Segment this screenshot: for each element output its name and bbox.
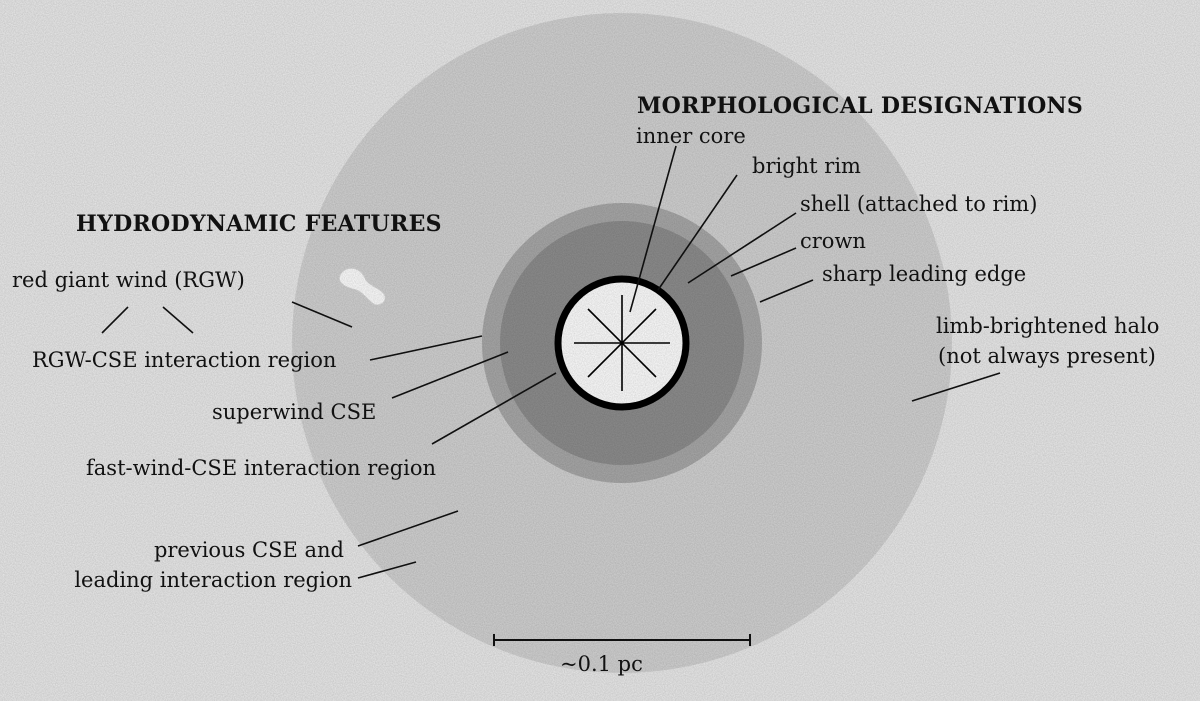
label-fast-wind-region: fast-wind-CSE interaction region bbox=[86, 456, 437, 480]
label-sharp-leading-edge: sharp leading edge bbox=[822, 262, 1027, 286]
label-inner-core: inner core bbox=[636, 124, 746, 148]
label-red-giant-wind: red giant wind (RGW) bbox=[12, 268, 245, 292]
label-previous-cse-line2: leading interaction region bbox=[74, 568, 352, 592]
heading-morphological: MORPHOLOGICAL DESIGNATIONS bbox=[637, 93, 1084, 119]
heading-hydrodynamic: HYDRODYNAMIC FEATURES bbox=[76, 211, 442, 237]
label-shell: shell (attached to rim) bbox=[800, 192, 1038, 216]
label-superwind-cse: superwind CSE bbox=[212, 400, 377, 424]
label-crown: crown bbox=[800, 229, 866, 253]
label-halo-line1: limb-brightened halo bbox=[936, 314, 1160, 338]
label-bright-rim: bright rim bbox=[752, 154, 861, 178]
label-previous-cse-line1: previous CSE and bbox=[153, 538, 344, 562]
scale-bar-label: ~0.1 pc bbox=[560, 652, 643, 676]
label-rgw-cse-region: RGW-CSE interaction region bbox=[32, 348, 337, 372]
label-halo-line2: (not always present) bbox=[938, 344, 1156, 368]
